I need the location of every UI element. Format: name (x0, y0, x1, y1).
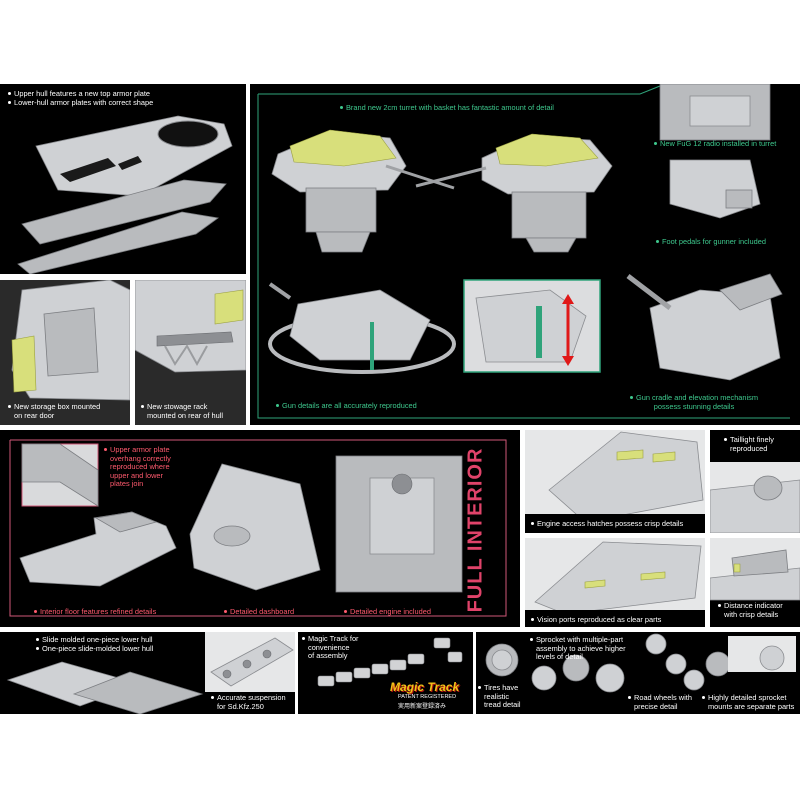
wheels-illustration (485, 633, 796, 693)
rear-door-illustration (0, 280, 130, 425)
bullet-icon (344, 609, 347, 613)
dashboard-caption: Detailed dashboard (224, 607, 294, 617)
hull-caption-2: Lower-hull armor plates with correct sha… (8, 98, 153, 108)
bullet-icon (630, 395, 633, 399)
bullet-icon (628, 695, 631, 699)
full-interior-title: FULL INTERIOR (464, 447, 487, 613)
bullet-icon (8, 91, 11, 95)
bullet-icon (104, 447, 107, 451)
bullet-icon (702, 695, 705, 699)
bullet-icon (656, 239, 659, 243)
bullet-icon (530, 637, 533, 641)
distance-indicator-illustration (710, 538, 800, 601)
bullet-icon (34, 609, 37, 613)
radio-caption: New FuG 12 radio installed in turret (654, 139, 776, 149)
bullet-icon (224, 609, 227, 613)
bullet-icon (141, 404, 144, 408)
gun-caption: Gun details are all accurately reproduce… (276, 401, 417, 411)
bullet-icon (724, 437, 727, 441)
lower-hull-caption-1: Slide molded one-piece lower hull (36, 635, 153, 645)
bullet-icon (36, 646, 39, 650)
patent-jp-text: 実用新案登録済み (398, 703, 447, 710)
engine-hatch-panel: Engine access hatches possess crisp deta… (525, 430, 705, 533)
patent-text: PATENT REGISTERED (398, 694, 457, 700)
suspension-illustration (205, 632, 295, 692)
bullet-icon (36, 637, 39, 641)
vision-panel: Vision ports reproduced as clear parts (525, 538, 705, 627)
magic-track-logo: Magic Track (390, 680, 460, 694)
hull-caption-1: Upper hull features a new top armor plat… (8, 89, 150, 99)
lower-hull-panel: Slide molded one-piece lower hull One-pi… (0, 632, 205, 714)
turret-illustration (257, 84, 790, 419)
bullet-icon (478, 685, 481, 689)
vision-ports-illustration (525, 538, 705, 627)
interior-illustration (9, 439, 507, 617)
turret-panel: Brand new 2cm turret with basket has fan… (250, 84, 800, 425)
turret-caption: Brand new 2cm turret with basket has fan… (340, 103, 554, 113)
stowage-rack-illustration (135, 280, 246, 425)
magic-track-illustration (317, 637, 463, 687)
bullet-icon (211, 695, 214, 699)
bullet-icon (718, 603, 721, 607)
bullet-icon (8, 404, 11, 408)
bullet-icon (302, 636, 305, 640)
floor-caption: Interior floor features refined details (34, 607, 156, 617)
bullet-icon (276, 403, 279, 407)
bullet-icon (531, 521, 534, 525)
bullet-icon (654, 141, 657, 145)
lower-hull-illustration (6, 661, 204, 714)
lower-hull-caption-2: One-piece slide-molded lower hull (36, 644, 153, 654)
taillight-illustration (710, 430, 800, 533)
hull-parts-illustration (17, 115, 233, 274)
engine-hatch-caption: Engine access hatches possess crisp deta… (531, 519, 683, 529)
bullet-icon (531, 617, 534, 621)
engine-hatch-illustration (525, 430, 705, 533)
bullet-icon (340, 105, 343, 109)
bullet-icon (8, 100, 11, 104)
engine-caption: Detailed engine included (344, 607, 431, 617)
vision-caption: Vision ports reproduced as clear parts (531, 615, 661, 625)
pedals-caption: Foot pedals for gunner included (656, 237, 766, 247)
hull-panel: Upper hull features a new top armor plat… (0, 84, 246, 274)
